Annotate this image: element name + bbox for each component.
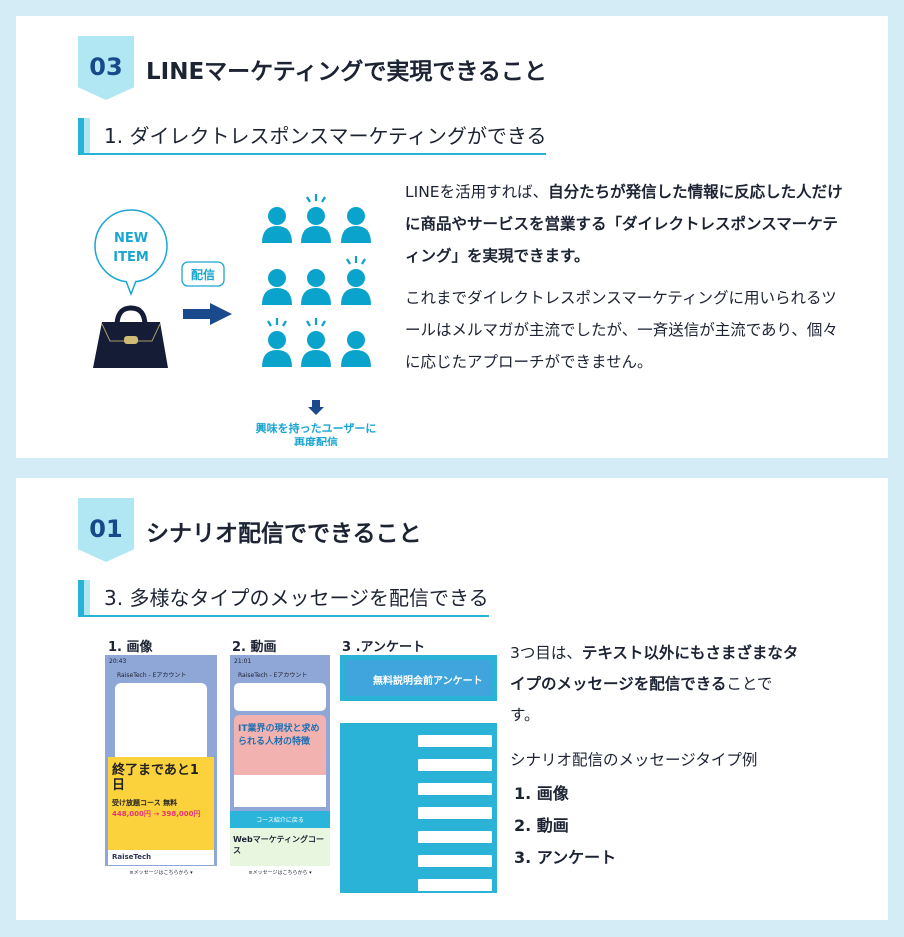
chat-account-name: RaiseTech - Eアカウント <box>238 672 308 679</box>
shot-label-image: 1. 画像 <box>108 640 153 655</box>
banner-brand: RaiseTech <box>108 850 214 865</box>
banner-offer: 受け放題コース 無料 <box>112 799 178 807</box>
intro-lead-text: LINEを活用すれば、 <box>405 183 549 201</box>
person-icon <box>301 269 331 305</box>
section-line-marketing: 03 LINEマーケティングで実現できること 1. ダイレクトレスポンスマーケテ… <box>16 16 888 458</box>
bubble-text-1: NEW <box>114 231 148 246</box>
chat-account-name: RaiseTech - Eアカウント <box>117 672 187 679</box>
list-item: 1. 画像 <box>514 784 569 803</box>
bubble-text-2: ITEM <box>113 250 149 265</box>
arrow-right-icon <box>183 303 232 325</box>
video-card-body <box>234 775 326 807</box>
intro-tail-text: ことです。 <box>510 675 773 724</box>
alert-marks-icon <box>267 318 287 327</box>
list-title: シナリオ配信のメッセージタイプ例 <box>510 751 758 769</box>
list-item: 3. アンケート <box>514 848 617 867</box>
shot-label-survey: 3 .アンケート <box>342 640 425 655</box>
caption-line-2: 再度配信 <box>294 435 338 446</box>
section-scenario-delivery: 01 シナリオ配信でできること 3. 多様なタイプのメッセージを配信できる 1.… <box>16 478 888 920</box>
back-to-course-button: コース紹介に戻る <box>230 811 330 828</box>
person-icon <box>301 318 331 367</box>
status-bar-time: 21:01 <box>234 658 252 665</box>
form-field <box>418 759 492 771</box>
paragraph-body: これまでダイレクトレスポンスマーケティングに用いられるツールはメルマガが主流でし… <box>405 289 838 371</box>
form-field <box>418 807 492 819</box>
survey-form <box>340 735 497 891</box>
section-number-badge: 01 <box>78 498 134 562</box>
arrow-down-icon <box>308 400 324 415</box>
intro-lead-text: 3つ目は、 <box>510 644 582 662</box>
form-field <box>418 831 492 843</box>
section-title: シナリオ配信でできること <box>146 521 422 547</box>
person-icon <box>341 207 371 243</box>
deliver-label-text: 配信 <box>191 267 215 282</box>
status-bar-time: 20:43 <box>109 658 127 665</box>
video-message-screenshot: 21:01 RaiseTech - Eアカウント IT業界の現状と求められる人材… <box>230 655 330 880</box>
survey-header: 無料説明会前アンケート <box>345 660 492 696</box>
handbag-icon <box>93 305 168 368</box>
image-message-screenshot: 20:43 RaiseTech - Eアカウント 終了まであと1日 受け放題コー… <box>105 655 217 880</box>
person-icon <box>341 256 371 305</box>
section-title: LINEマーケティングで実現できること <box>146 59 547 85</box>
banner-price: 448,000円 → 398,000円 <box>112 810 201 818</box>
person-icon <box>262 269 292 305</box>
chat-footer: ≡メッセージはこちらから ▾ <box>230 866 330 880</box>
alert-marks-icon <box>346 256 366 265</box>
form-field <box>418 879 492 891</box>
chat-message-bubble <box>115 683 207 763</box>
person-icon <box>262 318 292 367</box>
subheading: 1. ダイレクトレスポンスマーケティングができる <box>78 118 547 155</box>
banner-headline: 終了まであと1日 <box>112 763 199 793</box>
shot-label-video: 2. 動画 <box>232 640 277 655</box>
chat-message-bubble <box>234 683 326 711</box>
paragraph-intro: LINEを活用すれば、自分たちが発信した情報に反応した人だけに商品やサービスを営… <box>405 176 845 272</box>
person-icon <box>341 331 371 367</box>
list-item: 2. 動画 <box>514 816 569 835</box>
caption-line-1: 興味を持ったユーザーに <box>256 421 377 435</box>
survey-intro <box>340 701 497 723</box>
form-field <box>418 783 492 795</box>
deliver-label: 配信 <box>181 261 225 287</box>
campaign-banner-image: 終了まであと1日 受け放題コース 無料 448,000円 → 398,000円 … <box>108 757 214 865</box>
section-number-badge: 03 <box>78 36 134 100</box>
intro-emphasis-text: 自分たちが発信した情報に反応した人だけに商品やサービスを営業する「ダイレクトレス… <box>405 183 843 265</box>
direct-response-illustration: NEW ITEM 配信 興味を持ったユーザーに 再度配信 <box>80 176 380 450</box>
alert-marks-icon <box>306 194 326 203</box>
form-field <box>418 855 492 867</box>
survey-screenshot: 無料説明会前アンケート <box>340 655 497 893</box>
person-icon <box>262 207 292 243</box>
intro-emphasis-text: テキスト以外にもさまざまなタイプのメッセージを配信できる <box>510 644 799 693</box>
paragraph-intro: 3つ目は、テキスト以外にもさまざまなタイプのメッセージを配信できることです。 <box>510 638 800 731</box>
video-thumbnail: IT業界の現状と求められる人材の特徴 <box>234 715 326 775</box>
chat-footer: ≡メッセージはこちらから ▾ <box>105 866 217 880</box>
speech-bubble-icon: NEW ITEM <box>94 209 168 297</box>
subheading: 3. 多様なタイプのメッセージを配信できる <box>78 580 489 617</box>
user-group-icon <box>262 194 371 367</box>
person-icon <box>301 194 331 243</box>
alert-marks-icon <box>306 318 326 327</box>
form-field <box>418 735 492 747</box>
